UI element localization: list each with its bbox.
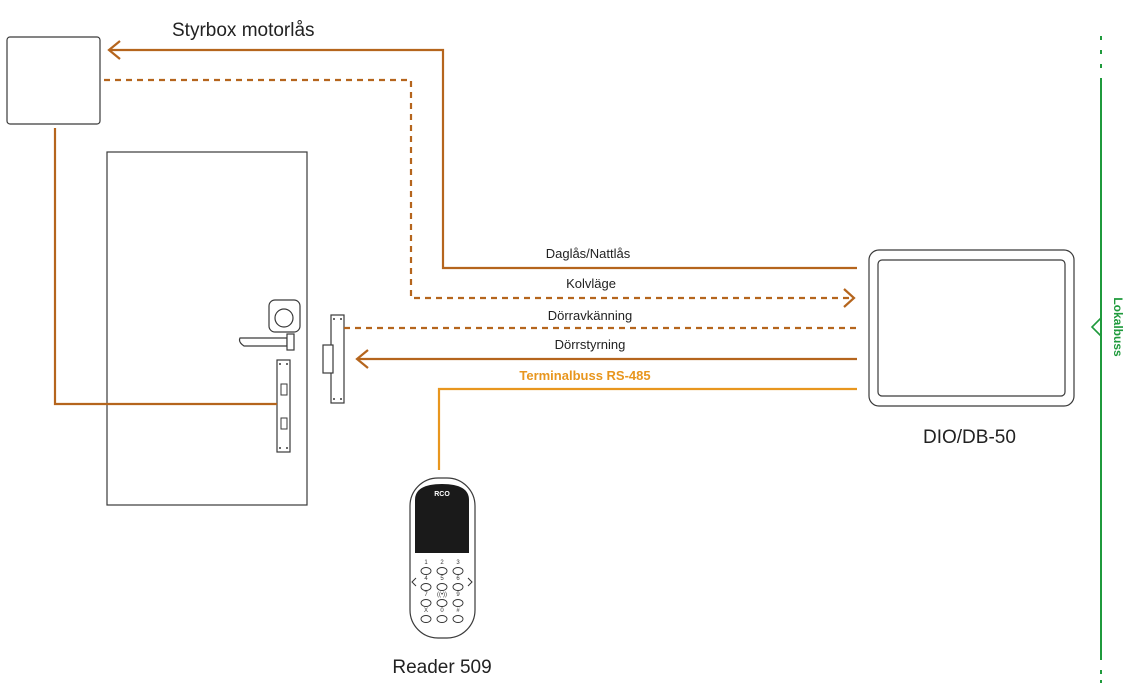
reader-brand: RCO	[434, 491, 450, 498]
keypad-key	[452, 599, 464, 607]
keypad-key-label: 2	[440, 560, 444, 566]
wire-dorrstyrning	[355, 349, 857, 369]
lokalbuss-label: Lokalbuss	[1111, 297, 1125, 357]
keypad-key	[436, 599, 448, 607]
label-dorravkanning: Dörravkänning	[548, 308, 633, 323]
keypad-key-label: #	[456, 608, 460, 614]
reader-keypad: 1 2 3 4 5 6 7 ((•)) 9X 0 #	[420, 560, 464, 623]
dio-label: DIO/DB-50	[923, 427, 1016, 448]
styrbox-label: Styrbox motorlås	[172, 20, 315, 41]
keypad-key	[420, 583, 432, 591]
keypad-key	[420, 567, 432, 575]
keypad-key	[420, 615, 432, 623]
dio-device	[868, 249, 1075, 407]
wire-daglas-nattlas	[107, 40, 857, 270]
wire-terminalbuss	[437, 387, 857, 470]
keypad-key	[436, 567, 448, 575]
keypad-key	[452, 567, 464, 575]
keypad-key-label: 7	[424, 592, 428, 598]
keypad-key-label: 5	[440, 576, 444, 582]
keypad-key-label: 6	[456, 576, 460, 582]
lokalbuss-line	[1090, 36, 1102, 683]
wire-styrbox-lock	[53, 128, 277, 406]
keypad-key	[452, 615, 464, 623]
label-kolvlage: Kolvläge	[566, 276, 616, 291]
keypad-key	[436, 583, 448, 591]
keypad-key-label: 1	[424, 560, 428, 566]
keypad-key	[436, 615, 448, 623]
door-handle	[238, 299, 301, 351]
keypad-key-label: 4	[424, 576, 428, 582]
strike-plate	[322, 314, 345, 404]
keypad-key-label: 3	[456, 560, 460, 566]
keypad-key-label: ((•))	[437, 592, 447, 598]
keypad-key-label: 0	[440, 608, 444, 614]
keypad-key	[452, 583, 464, 591]
label-daglas-nattlas: Daglås/Nattlås	[546, 246, 631, 261]
label-dorrstyrning: Dörrstyrning	[555, 337, 626, 352]
keypad-key	[420, 599, 432, 607]
wire-kolvlage	[104, 78, 856, 308]
reader-device: RCO	[409, 477, 476, 639]
styrbox-box	[6, 36, 101, 125]
label-terminalbuss: Terminalbuss RS-485	[519, 368, 650, 383]
lock-case	[276, 359, 291, 453]
keypad-key-label: 9	[456, 592, 460, 598]
keypad-key-label: X	[424, 608, 428, 614]
reader-label: Reader 509	[392, 657, 491, 678]
